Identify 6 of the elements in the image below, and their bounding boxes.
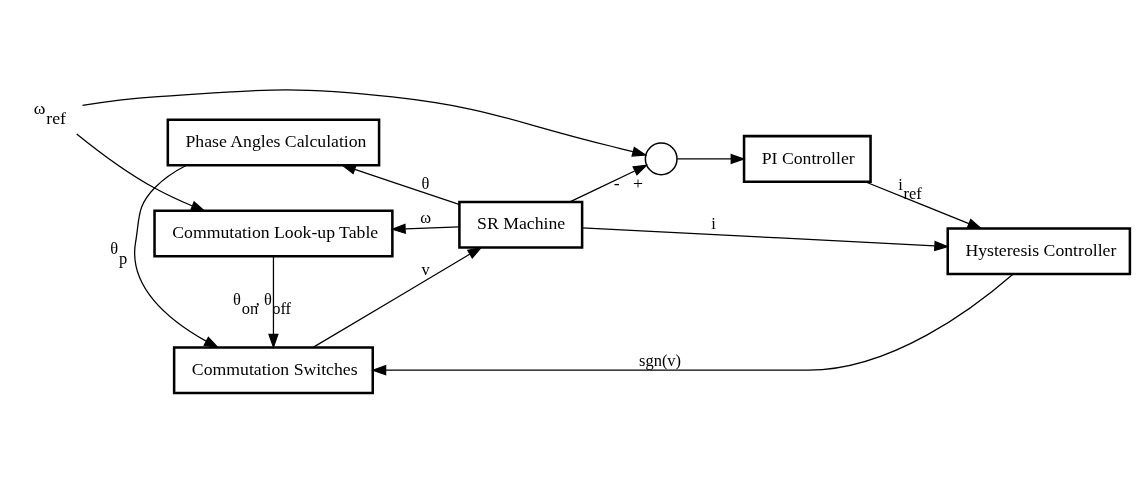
edge-label: θ (421, 173, 430, 193)
edge-label: ω (420, 207, 432, 227)
edge-label: sgn(v) (639, 350, 682, 370)
node-label: - + (613, 172, 643, 193)
edge-label: v (421, 259, 430, 279)
edge-label: i (711, 213, 716, 233)
